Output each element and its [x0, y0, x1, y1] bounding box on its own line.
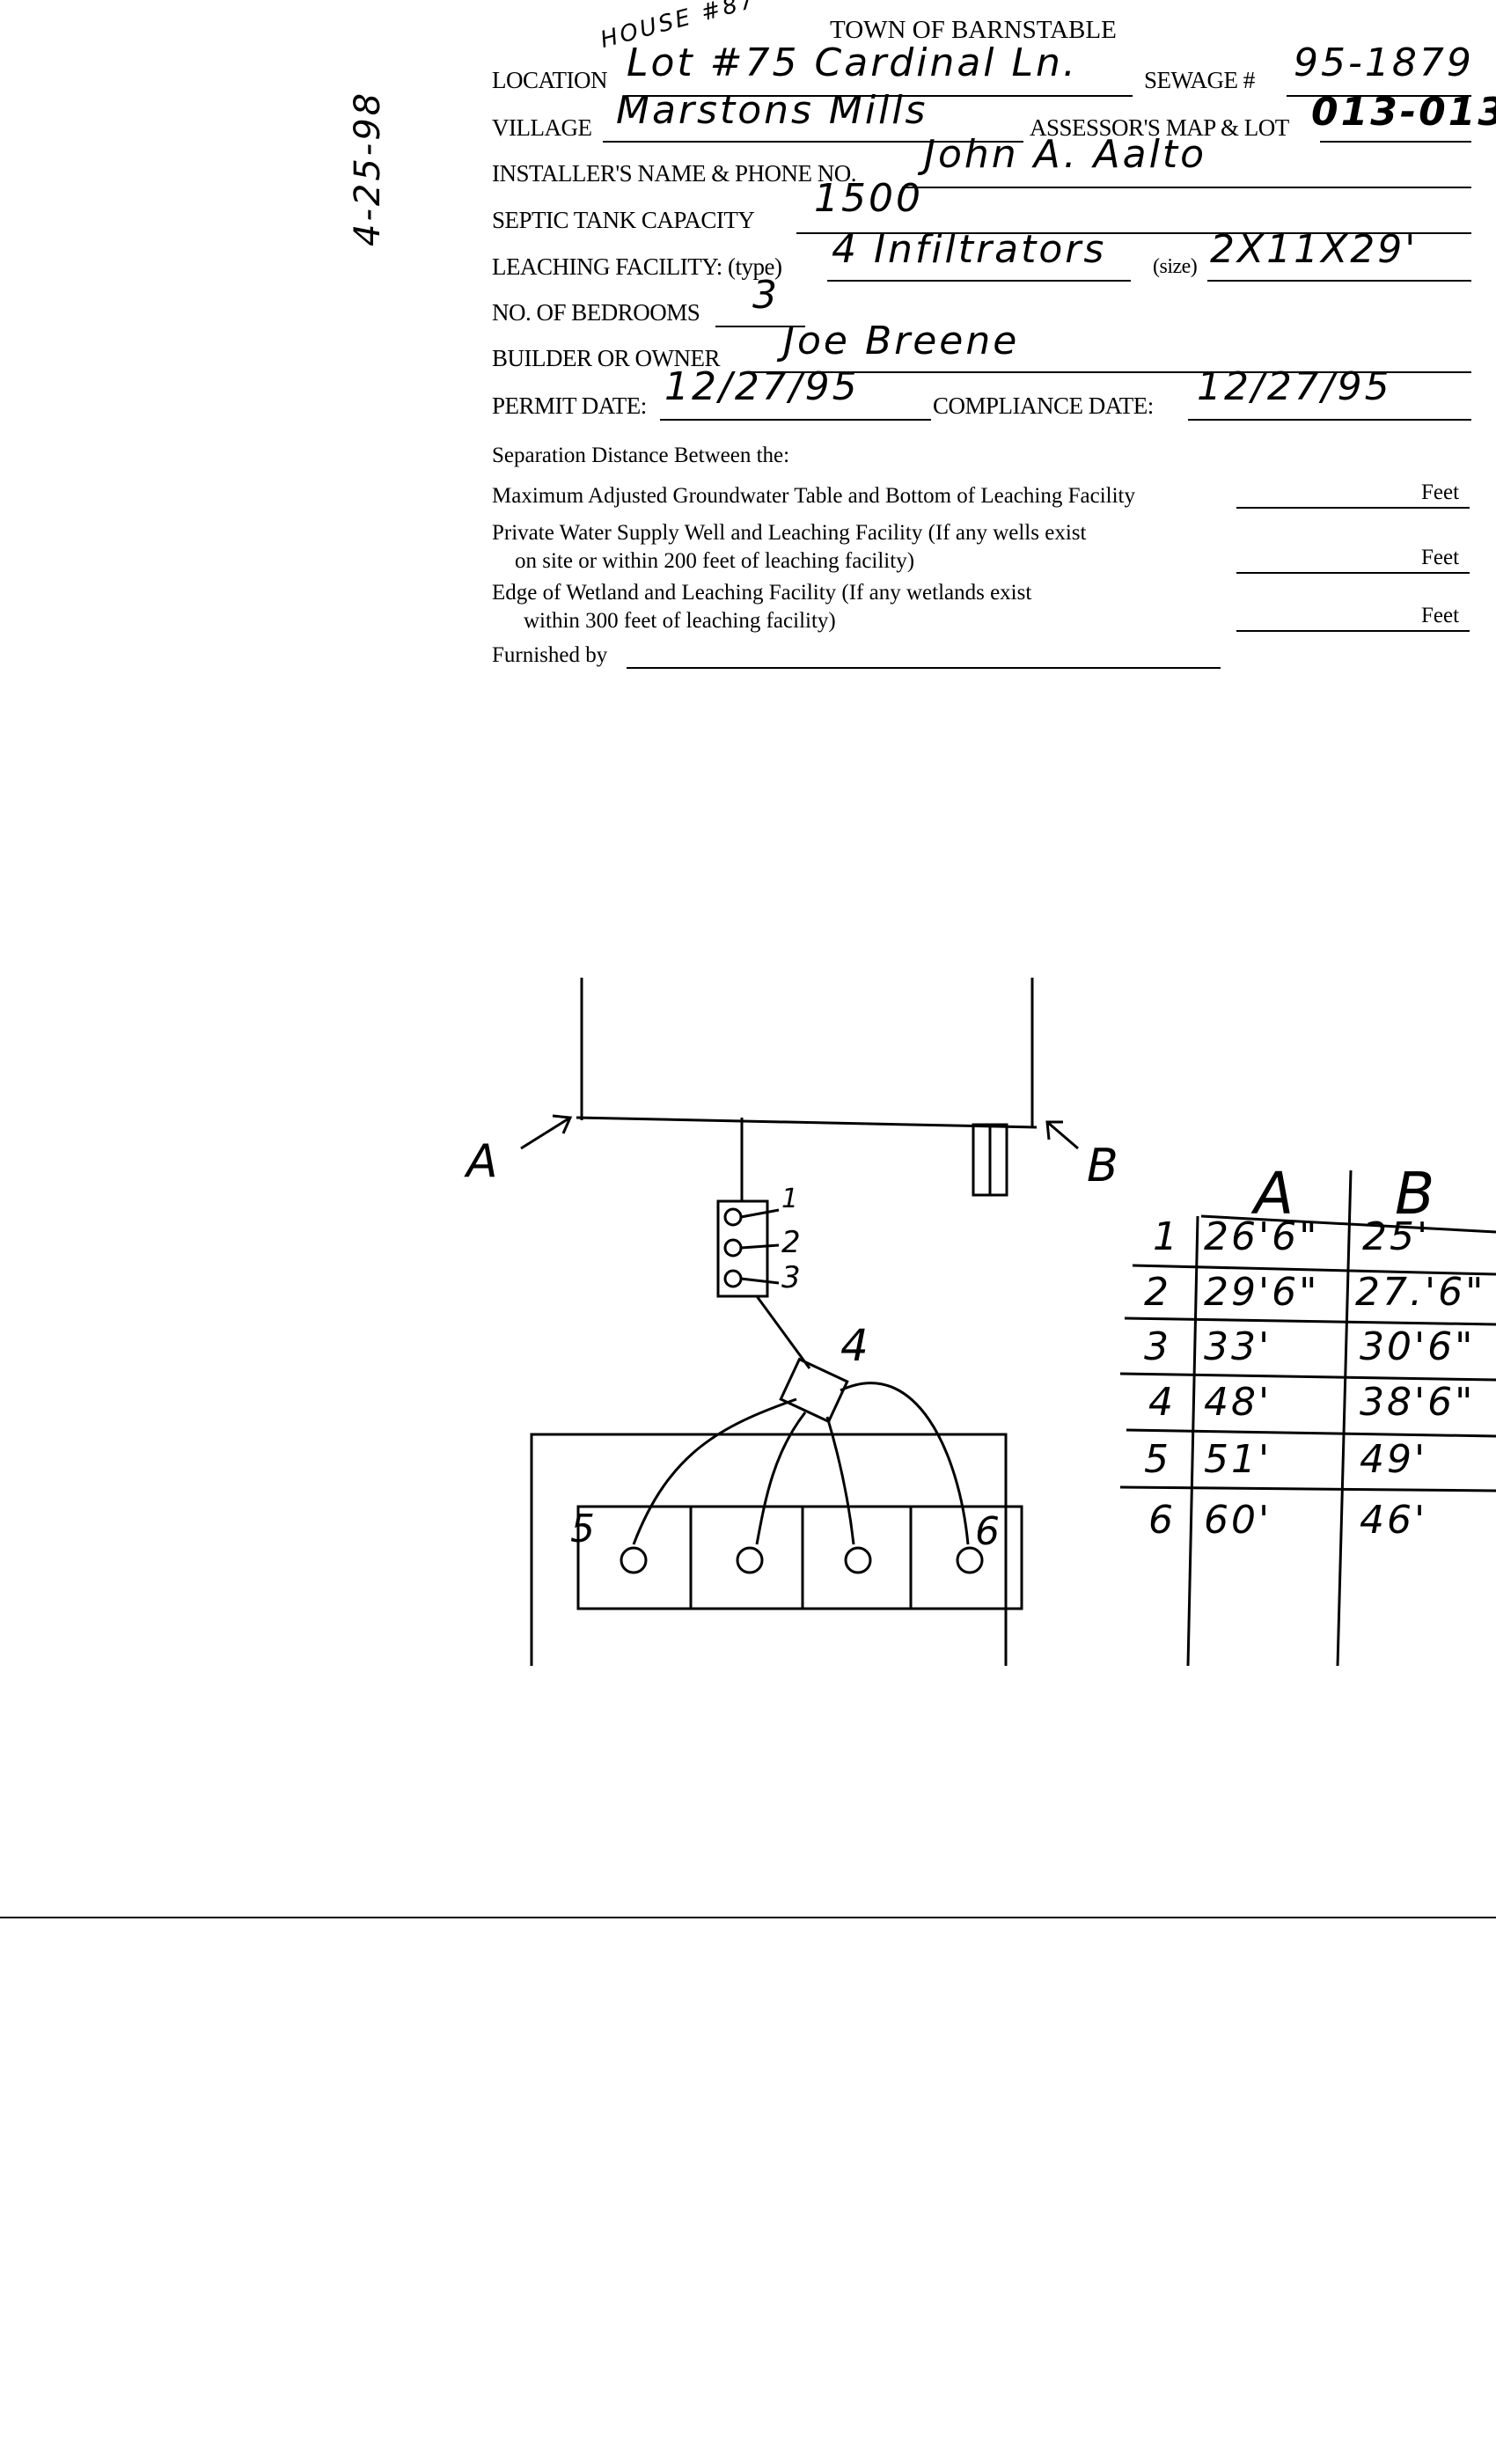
house-front-line: [576, 1116, 1038, 1129]
table-cell-b: 46': [1360, 1498, 1428, 1543]
separation-wetland-2: within 300 feet of leaching facility): [524, 609, 836, 633]
distribution-box: [779, 1357, 849, 1424]
table-row-number: 2: [1144, 1270, 1171, 1315]
lateral-1: [632, 1397, 797, 1545]
table-cell-a: 29'6": [1204, 1270, 1320, 1315]
village-label: VILLAGE: [492, 114, 592, 141]
leaching-size-label: (size): [1153, 255, 1198, 278]
bedrooms-value: 3: [752, 273, 780, 318]
feet-unit-2: Feet: [1421, 546, 1460, 569]
table-cell-b: 49': [1360, 1437, 1428, 1482]
permit-date-label: PERMIT DATE:: [492, 392, 647, 419]
leaching-label: LEACHING FACILITY: (type): [492, 253, 782, 280]
builder-label: BUILDER OR OWNER: [492, 345, 720, 371]
table-cell-b: 27.'6": [1355, 1270, 1486, 1315]
reference-b: B: [1087, 1140, 1121, 1192]
separation-groundwater: Maximum Adjusted Groundwater Table and B…: [492, 484, 1135, 508]
table-col-line-a: [1186, 1215, 1199, 1667]
table-cell-a: 33': [1204, 1324, 1272, 1369]
leaching-size-value: 2X11X29': [1210, 227, 1419, 272]
table-cell-a: 48': [1204, 1380, 1272, 1425]
leaching-type-value: 4 Infiltrators: [832, 227, 1107, 272]
point-1-label: 1: [781, 1184, 802, 1214]
separation-well-2: on site or within 200 feet of leaching f…: [515, 549, 915, 573]
assessor-value: 013-013: [1311, 90, 1496, 135]
separation-well: Private Water Supply Well and Leaching F…: [492, 521, 1087, 545]
installer-value: John A. Aalto: [924, 132, 1207, 177]
installer-label: INSTALLER'S NAME & PHONE NO.: [492, 160, 856, 187]
point-4-label: 4: [840, 1320, 871, 1371]
reference-a: A: [466, 1135, 501, 1188]
table-cell-b: 30'6": [1360, 1324, 1476, 1369]
feet-unit-1: Feet: [1421, 480, 1460, 504]
location-label: LOCATION: [492, 67, 608, 93]
page-divider: [0, 1917, 1496, 1918]
bedrooms-label: NO. OF BEDROOMS: [492, 299, 700, 326]
furnished-by-label: Furnished by: [492, 643, 608, 667]
builder-value: Joe Breene: [783, 319, 1020, 363]
table-col-line-b: [1336, 1170, 1353, 1667]
table-row-number: 3: [1144, 1324, 1171, 1369]
table-row-number: 6: [1148, 1498, 1176, 1543]
point-3-label: 3: [781, 1260, 803, 1295]
arrow-a: [520, 1114, 573, 1150]
table-header-a: A: [1254, 1160, 1297, 1228]
table-cell-a: 51': [1204, 1437, 1272, 1482]
table-cell-b: 25': [1362, 1214, 1431, 1259]
point-5-label: 5: [570, 1507, 598, 1551]
village-value: Marstons Mills: [616, 88, 928, 133]
lateral-4: [840, 1382, 970, 1545]
separation-wetland: Edge of Wetland and Leaching Facility (I…: [492, 581, 1032, 605]
location-value: Lot #75 Cardinal Ln.: [627, 40, 1078, 85]
compliance-date-label: COMPLIANCE DATE:: [933, 392, 1154, 419]
septic-tank: [716, 1199, 769, 1298]
lateral-3: [825, 1416, 855, 1545]
table-row-number: 4: [1148, 1380, 1176, 1425]
septic-label: SEPTIC TANK CAPACITY: [492, 207, 755, 233]
table-row-number: 5: [1144, 1437, 1171, 1482]
table-row-number: 1: [1153, 1214, 1180, 1259]
permit-date-value: 12/27/95: [664, 364, 860, 409]
septic-value: 1500: [814, 176, 923, 221]
assessor-label: ASSESSOR'S MAP & LOT: [1030, 114, 1289, 141]
table-cell-a: 26'6": [1204, 1214, 1320, 1259]
point-6-label: 6: [975, 1509, 1002, 1554]
table-cell-b: 38'6": [1360, 1380, 1476, 1425]
table-cell-a: 60': [1204, 1498, 1272, 1543]
point-2-label: 2: [781, 1225, 803, 1260]
compliance-date-value: 12/27/95: [1197, 364, 1392, 409]
separation-heading: Separation Distance Between the:: [492, 444, 790, 467]
lateral-2: [755, 1412, 807, 1545]
sewage-value: 95-1879: [1294, 40, 1474, 85]
arrow-b: [1045, 1120, 1079, 1150]
sewage-label: SEWAGE #: [1144, 67, 1255, 93]
leach-field-boundary: [530, 1433, 1008, 1666]
infiltrator-chambers: [576, 1505, 1023, 1610]
table-header-b: B: [1395, 1160, 1438, 1228]
feet-unit-3: Feet: [1421, 604, 1460, 627]
form-title: TOWN OF BARNSTABLE: [830, 16, 1117, 44]
